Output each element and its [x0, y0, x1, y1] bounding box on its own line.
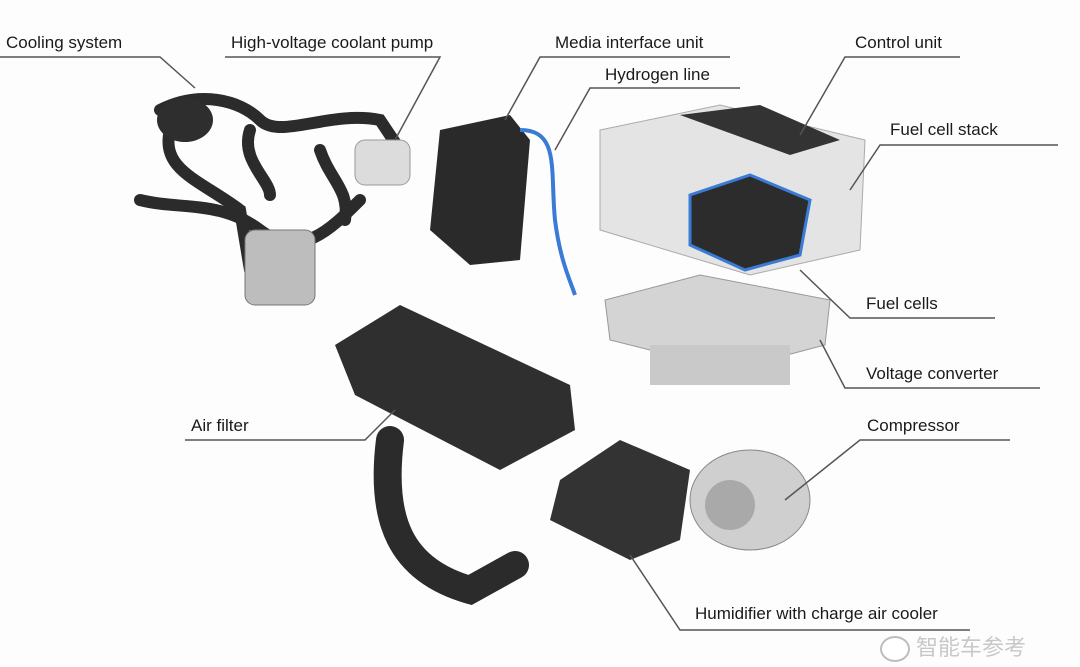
label-cooling-system: Cooling system: [6, 33, 123, 52]
valve-block: [244, 229, 316, 306]
cooling-system-part: [134, 93, 406, 276]
coolant-pump: [354, 139, 411, 186]
label-media-interface: Media interface unit: [555, 33, 704, 52]
hydrogen-line-part: [519, 128, 577, 296]
air-duct: [373, 426, 529, 606]
leader-lines: [0, 56, 1058, 631]
compressor-inlet: [705, 480, 755, 530]
label-compressor: Compressor: [867, 416, 960, 435]
label-control-unit: Control unit: [855, 33, 942, 52]
converter-base: [650, 345, 790, 385]
fuel-cells-part: [688, 173, 812, 272]
cooling-pump-housing: [157, 98, 213, 142]
watermark: 智能车参考: [880, 636, 1026, 662]
humidifier-part: [550, 440, 690, 560]
watermark-text: 智能车参考: [916, 636, 1027, 661]
label-fuel-cell-stack: Fuel cell stack: [890, 120, 998, 139]
label-hydrogen-line: Hydrogen line: [605, 65, 710, 84]
label-air-filter: Air filter: [191, 416, 249, 435]
label-fuel-cells: Fuel cells: [866, 294, 938, 313]
air-filter-part: [335, 305, 575, 470]
label-coolant-pump: High-voltage coolant pump: [231, 33, 434, 52]
label-humidifier: Humidifier with charge air cooler: [695, 604, 938, 623]
control-unit-part: [680, 105, 840, 155]
wechat-icon: [880, 636, 910, 662]
label-voltage-converter: Voltage converter: [866, 364, 999, 383]
media-interface-unit: [430, 115, 530, 265]
